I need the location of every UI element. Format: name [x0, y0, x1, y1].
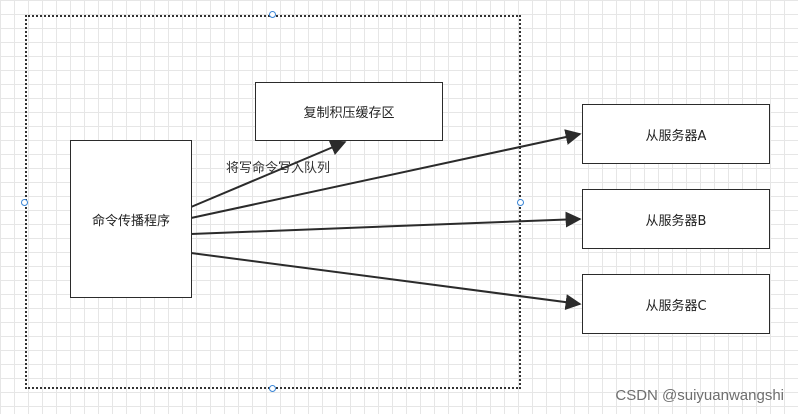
slave-server-b-node[interactable]: 从服务器B [582, 189, 770, 249]
selection-handle-top[interactable] [269, 11, 276, 18]
slave-server-a-node[interactable]: 从服务器A [582, 104, 770, 164]
arrow-to-backlog [190, 140, 347, 208]
slave-server-c-node[interactable]: 从服务器C [582, 274, 770, 334]
command-propagator-label: 命令传播程序 [91, 213, 170, 229]
csdn-watermark: CSDN @suiyuanwangshi [615, 387, 784, 404]
edge-label-write-queue: 将写命令写入队列 [226, 161, 331, 176]
slave-server-c-label: 从服务器C [645, 298, 707, 314]
selection-handle-bottom[interactable] [269, 385, 276, 392]
selection-handle-left[interactable] [21, 199, 28, 206]
command-propagator-node[interactable]: 命令传播程序 [70, 140, 192, 298]
backlog-buffer-node[interactable]: 复制积压缓存区 [255, 82, 443, 141]
backlog-buffer-label: 复制积压缓存区 [303, 106, 395, 121]
arrow-to-server-b [190, 211, 582, 235]
slave-server-a-label: 从服务器A [645, 128, 707, 144]
slave-server-b-label: 从服务器B [645, 213, 707, 229]
selection-handle-right[interactable] [517, 199, 524, 206]
arrow-to-server-c [190, 252, 582, 311]
arrow-to-server-a [190, 129, 582, 219]
